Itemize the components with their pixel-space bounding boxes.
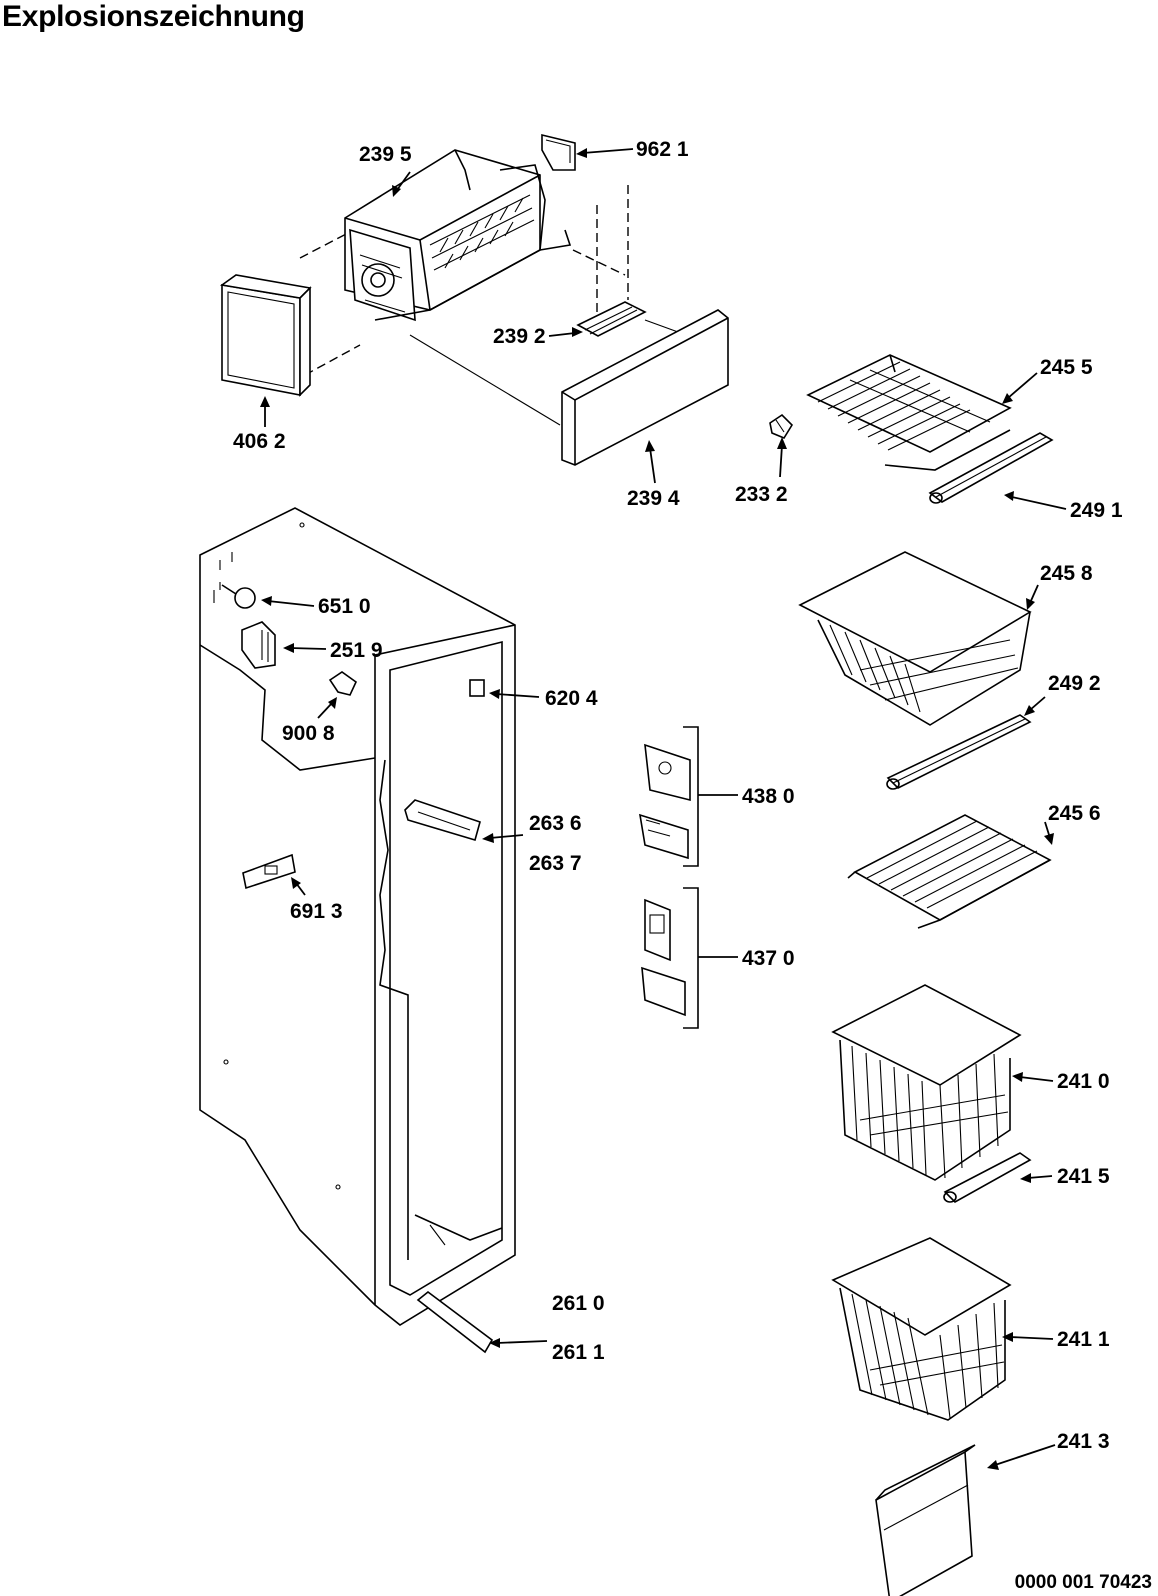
- basket-241-0-shape: [831, 984, 1022, 1181]
- wire-shelf-245-5-shape: [806, 354, 1012, 471]
- lamp-cover-251-9-shape: [241, 621, 276, 669]
- flap-241-3-shape: [875, 1444, 976, 1596]
- label-245-6: 245 6: [1048, 802, 1101, 825]
- label-691-3: 691 3: [290, 900, 343, 923]
- clip-233-2-shape: [769, 413, 794, 440]
- control-board-437-0-shape: [641, 887, 699, 1029]
- document-number: 0000 001 70423: [1014, 1572, 1152, 1593]
- basket-245-8-shape: [798, 551, 1032, 726]
- wire-shelf-245-6-shape: [847, 814, 1052, 929]
- page-title: Explosionszeichnung: [2, 0, 305, 33]
- label-251-9: 251 9: [330, 639, 383, 662]
- label-239-2: 239 2: [493, 325, 546, 348]
- label-249-2: 249 2: [1048, 672, 1101, 695]
- freezer-cabinet: [199, 507, 516, 1326]
- label-239-5: 239 5: [359, 143, 412, 166]
- ice-maker-cover: [219, 274, 312, 397]
- label-437-0: 437 0: [742, 947, 795, 970]
- part-691-3-shape: [242, 853, 296, 890]
- label-241-0: 241 0: [1057, 1070, 1110, 1093]
- label-438-0: 438 0: [742, 785, 795, 808]
- label-261-0: 261 0: [552, 1292, 605, 1315]
- part-263-6-shape: [404, 799, 481, 841]
- label-241-1: 241 1: [1057, 1328, 1110, 1351]
- ice-bucket-front: [561, 309, 729, 466]
- part-labels: 239 5 962 1 239 2 406 2 239 4 245 5 233 …: [233, 138, 1123, 1453]
- basket-241-1-shape: [831, 1237, 1012, 1421]
- trim-241-5-shape: [943, 1152, 1032, 1203]
- label-239-4: 239 4: [627, 487, 680, 510]
- label-245-8: 245 8: [1040, 562, 1093, 585]
- leader-lines: [260, 148, 1067, 1470]
- label-241-3: 241 3: [1057, 1430, 1110, 1453]
- label-233-2: 233 2: [735, 483, 788, 506]
- label-620-4: 620 4: [545, 687, 598, 710]
- switch-620-4-shape: [469, 679, 485, 697]
- lamp-651-0-shape: [221, 584, 256, 609]
- label-406-2: 406 2: [233, 430, 286, 453]
- label-263-7: 263 7: [529, 852, 582, 875]
- label-651-0: 651 0: [318, 595, 371, 618]
- ice-maker-assembly: [219, 133, 729, 466]
- ice-maker-unit: [344, 149, 572, 322]
- label-245-5: 245 5: [1040, 356, 1093, 379]
- label-249-1: 249 1: [1070, 499, 1123, 522]
- part-962-1-shape: [541, 133, 576, 171]
- control-board-438-0-shape: [638, 726, 699, 867]
- rail-261-shape: [416, 1290, 494, 1354]
- label-263-6: 263 6: [529, 812, 582, 835]
- trim-249-1-shape: [928, 432, 1054, 504]
- label-241-5: 241 5: [1057, 1165, 1110, 1188]
- part-900-8-shape: [328, 671, 358, 696]
- trim-249-2-shape: [886, 714, 1032, 790]
- label-900-8: 900 8: [282, 722, 335, 745]
- bracket-239-2-shape: [576, 301, 647, 337]
- label-962-1: 962 1: [636, 138, 689, 161]
- label-261-1: 261 1: [552, 1341, 605, 1364]
